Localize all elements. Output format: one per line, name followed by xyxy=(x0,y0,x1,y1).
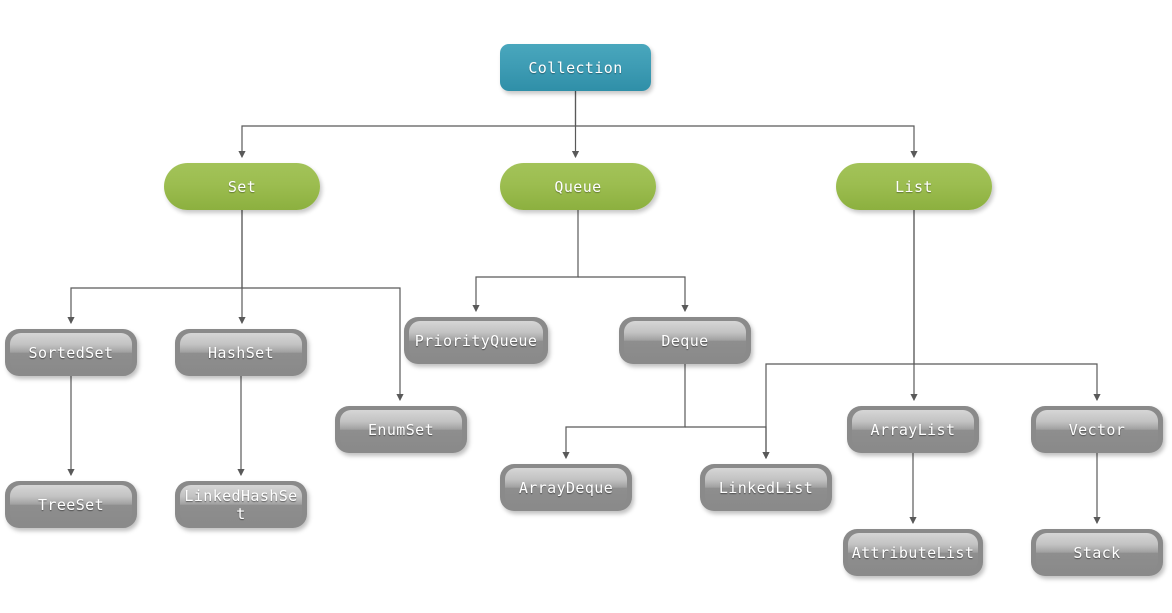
node-hashset[interactable]: HashSet xyxy=(175,329,307,376)
node-list[interactable]: List xyxy=(836,163,992,210)
node-label-stack: Stack xyxy=(1073,543,1121,562)
node-label-linkedhashset: LinkedHashSet xyxy=(184,486,298,523)
edge-deque-to-linkedlist xyxy=(685,426,770,460)
node-label-enumset: EnumSet xyxy=(367,420,434,439)
node-label-treeset: TreeSet xyxy=(37,495,104,514)
node-collection[interactable]: Collection xyxy=(500,44,651,91)
node-linkedhashset[interactable]: LinkedHashSet xyxy=(175,481,307,528)
node-gloss-overlay xyxy=(505,468,627,507)
node-gloss-overlay xyxy=(10,333,132,372)
node-sortedset[interactable]: SortedSet xyxy=(5,329,137,376)
node-priorityqueue[interactable]: PriorityQueue xyxy=(404,317,548,364)
edge-collection-to-set xyxy=(238,91,577,159)
edge-set-to-sortedset xyxy=(67,210,243,325)
node-gloss-overlay xyxy=(1036,410,1158,449)
node-queue[interactable]: Queue xyxy=(500,163,656,210)
node-gloss-overlay xyxy=(848,533,978,572)
node-label-vector: Vector xyxy=(1068,420,1126,439)
edge-queue-to-deque xyxy=(578,276,689,313)
node-gloss-overlay xyxy=(1036,533,1158,572)
node-label-sortedset: SortedSet xyxy=(28,343,114,362)
node-label-arraylist: ArrayList xyxy=(870,420,956,439)
node-gloss-overlay xyxy=(852,410,974,449)
node-linkedlist[interactable]: LinkedList xyxy=(700,464,832,511)
node-set[interactable]: Set xyxy=(164,163,320,210)
node-gloss-overlay xyxy=(409,321,543,360)
node-deque[interactable]: Deque xyxy=(619,317,751,364)
node-treeset[interactable]: TreeSet xyxy=(5,481,137,528)
node-gloss-overlay xyxy=(340,410,462,449)
node-label-hashset: HashSet xyxy=(207,343,274,362)
node-gloss-overlay xyxy=(180,485,302,524)
node-gloss-overlay xyxy=(624,321,746,360)
node-stack[interactable]: Stack xyxy=(1031,529,1163,576)
edge-list-to-vector xyxy=(914,363,1101,402)
node-label-deque: Deque xyxy=(661,331,709,350)
node-label-attributelist: AttributeList xyxy=(851,543,975,562)
node-label-arraydeque: ArrayDeque xyxy=(518,478,614,497)
node-arraylist[interactable]: ArrayList xyxy=(847,406,979,453)
node-label-linkedlist: LinkedList xyxy=(718,478,814,497)
node-enumset[interactable]: EnumSet xyxy=(335,406,467,453)
edge-deque-to-arraydeque xyxy=(562,364,686,460)
node-label-collection: Collection xyxy=(528,58,623,77)
node-gloss-overlay xyxy=(10,485,132,524)
node-vector[interactable]: Vector xyxy=(1031,406,1163,453)
node-arraydeque[interactable]: ArrayDeque xyxy=(500,464,632,511)
node-gloss-overlay xyxy=(180,333,302,372)
node-gloss-overlay xyxy=(705,468,827,507)
node-label-list: List xyxy=(895,177,933,196)
node-attributelist[interactable]: AttributeList xyxy=(843,529,983,576)
edge-collection-to-list xyxy=(575,125,918,159)
edge-queue-to-priorityqueue xyxy=(472,210,579,313)
node-label-queue: Queue xyxy=(554,177,602,196)
node-label-set: Set xyxy=(227,177,257,196)
node-label-priorityqueue: PriorityQueue xyxy=(414,331,538,350)
